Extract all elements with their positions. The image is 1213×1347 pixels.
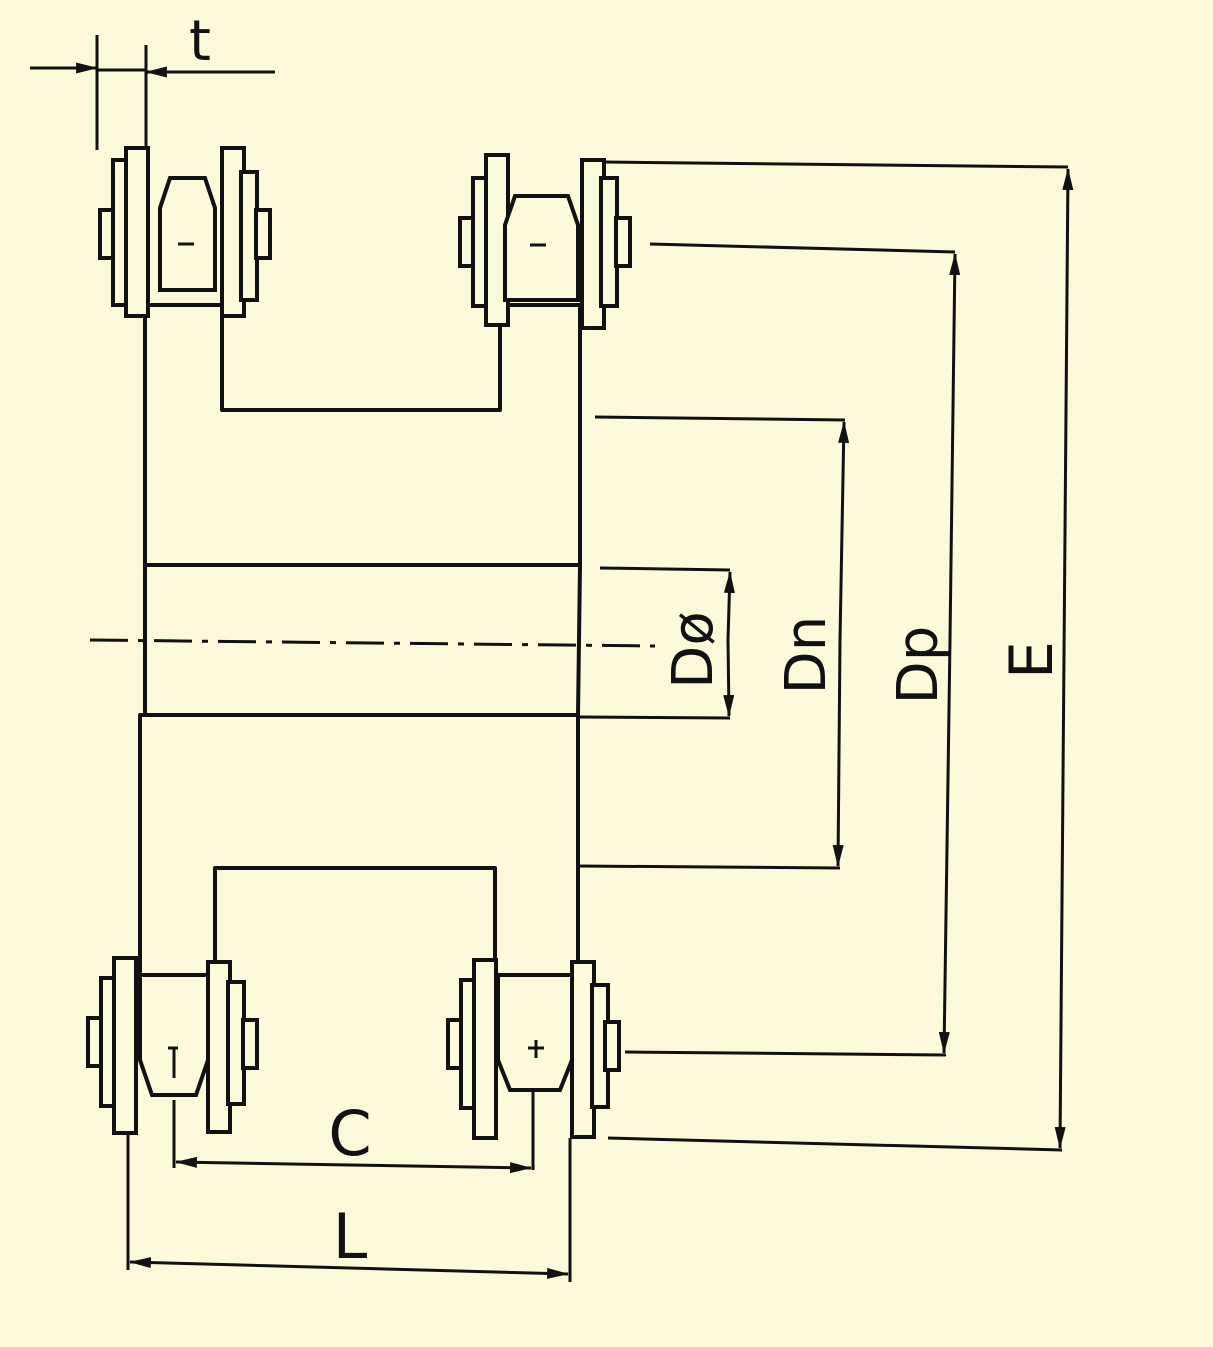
chain-link-bottom-left [86,956,259,1135]
center-line [89,638,656,648]
dimension-d0 [579,566,735,720]
dimension-e [603,160,1074,1152]
label-dp: Dp [886,626,951,705]
label-l: L [333,1200,368,1273]
chain-link-top-left [98,146,272,318]
chain-link-top-right [458,153,632,330]
label-t: t [189,9,211,74]
dimension-t [30,35,275,150]
chain-link-bottom-right [446,958,621,1140]
dimension-c [172,1092,535,1174]
label-dn: Dn [774,616,839,695]
sprocket-body-upper [143,303,582,567]
label-c: C [328,1097,371,1170]
label-e: E [997,641,1067,679]
dimension-dn [577,415,850,870]
sprocket-body-lower [138,713,580,977]
label-d0: Dø [661,611,726,688]
dimension-dp [624,242,961,1057]
dimension-l [126,1135,572,1282]
bore [143,564,582,716]
